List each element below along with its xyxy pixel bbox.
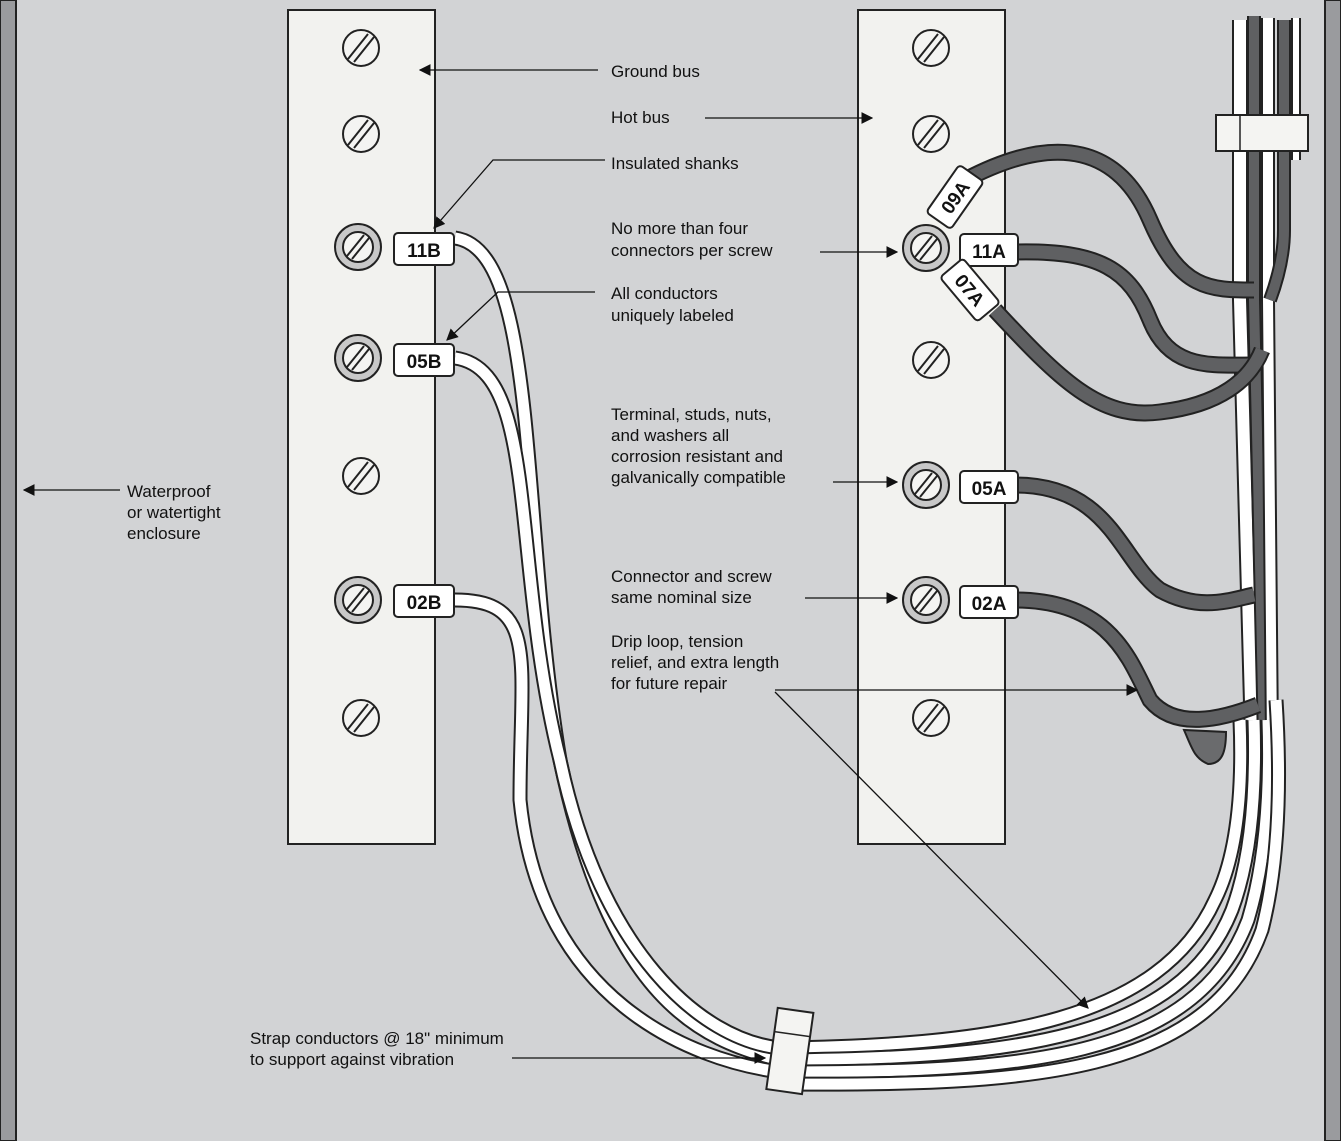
hot-bus-screw-4 — [912, 341, 950, 379]
enclosure-wall-right — [1324, 0, 1341, 1141]
svg-text:02B: 02B — [407, 593, 442, 614]
ground-bus-screw-5 — [342, 457, 380, 495]
hot-bus-screw-2 — [912, 115, 950, 153]
ground-bus-screw-2 — [342, 115, 380, 153]
drip-droplet — [1182, 728, 1228, 766]
wire-label-11a: 11A — [959, 233, 1019, 267]
ring-terminal-05a — [902, 461, 950, 509]
svg-text:11B: 11B — [407, 241, 441, 262]
callout-same-nominal-size: Connector and screw same nominal size — [611, 567, 776, 607]
leader-lines — [22, 64, 1139, 1064]
enclosure-wall-left — [0, 0, 17, 1141]
callout-insulated-shanks: Insulated shanks — [611, 154, 739, 173]
callout-drip-loop: Drip loop, tension relief, and extra len… — [611, 632, 784, 693]
callout-four-connectors: No more than four connectors per screw — [611, 219, 773, 260]
svg-text:11A: 11A — [972, 242, 1006, 263]
conductor-strap — [765, 1006, 815, 1096]
ground-bus-screw-7 — [342, 699, 380, 737]
svg-text:05A: 05A — [972, 479, 1007, 500]
ring-terminal-05b — [334, 334, 382, 382]
callout-corrosion-resistant: Terminal, studs, nuts, and washers all c… — [611, 405, 788, 487]
hot-bus-screw-1 — [912, 29, 950, 67]
callout-ground-bus: Ground bus — [611, 62, 700, 81]
svg-text:05B: 05B — [407, 352, 442, 373]
bundle-strap-top — [1215, 114, 1309, 152]
ring-terminal-02a — [902, 576, 950, 624]
callout-waterproof-enclosure: Waterproof or watertight enclosure — [127, 482, 225, 543]
wire-label-11b: 11B — [393, 232, 455, 266]
ground-bus-screw-1 — [342, 29, 380, 67]
callout-strap-conductors: Strap conductors @ 18" minimum to suppor… — [250, 1029, 509, 1069]
ring-terminal-02b — [334, 576, 382, 624]
wire-label-05a: 05A — [959, 470, 1019, 504]
svg-text:02A: 02A — [972, 594, 1007, 615]
ring-terminal-11b — [334, 223, 382, 271]
callout-uniquely-labeled: All conductors uniquely labeled — [611, 284, 734, 325]
callout-hot-bus: Hot bus — [611, 108, 670, 127]
wire-label-02a: 02A — [959, 585, 1019, 619]
wire-label-05b: 05B — [393, 343, 455, 377]
wire-label-02b: 02B — [393, 584, 455, 618]
wire-label-09a: 09A — [926, 165, 984, 229]
ground-conductors — [453, 230, 1286, 1092]
ring-terminal-hot-stack — [902, 224, 950, 272]
hot-bus-screw-7 — [912, 699, 950, 737]
hot-conductors — [961, 143, 1270, 728]
